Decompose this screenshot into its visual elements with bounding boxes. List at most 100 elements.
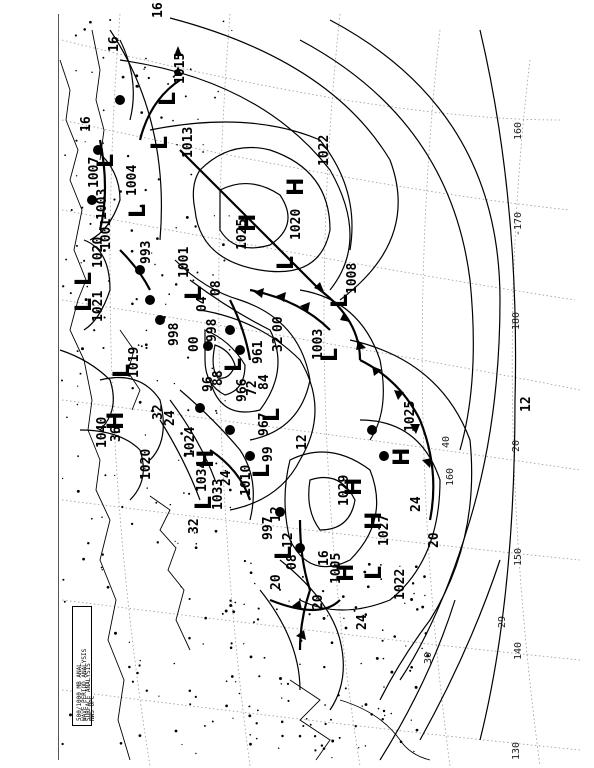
station-dot [203,724,206,727]
graticule-label: 20 [511,439,522,452]
low-pressure-marker: L [260,407,285,422]
high-pressure-marker: H [194,449,219,468]
station-dot [119,190,122,193]
station-dot [194,225,197,228]
station-dot [69,292,72,295]
station-dot [399,565,401,567]
station-dot [93,329,96,332]
isobar-label: 966 [235,378,250,402]
station-dot [119,741,123,745]
station-dot [358,747,360,749]
station-dot [180,586,182,588]
station-dot [188,636,191,640]
graticule-label: 160 [513,121,524,140]
station-dot [211,367,214,370]
station-dot [85,127,88,130]
station-dot [229,599,232,602]
station-dot [229,646,233,650]
high-pressure-marker: H [362,511,387,530]
station-dot [172,119,174,122]
station-dot [189,450,193,453]
station-dot [138,664,141,667]
station-dot [135,298,138,301]
station-dot [214,96,216,99]
station-dot [414,565,418,569]
station-dot [330,641,334,645]
station-dot [256,618,260,621]
isobar-label: 24 [163,410,178,426]
isobar-label: 88 [211,370,226,386]
isobar-label: 1008 [345,262,360,294]
station-dot [183,492,185,494]
station-dot [370,713,373,716]
station-dot [121,505,124,509]
station-dot [114,474,116,477]
station-dot [89,20,92,24]
station-dot [106,585,110,589]
isobar-label: 24 [355,614,370,630]
isobar-label: 1020 [91,236,106,268]
station-dot [382,709,386,713]
station-dot [192,279,195,282]
station-dot [83,259,86,262]
station-dot [112,40,115,43]
station-dot [331,561,333,564]
station-dot [86,285,89,288]
station-dot [61,477,64,480]
station-dot [140,345,143,348]
station-dot [314,749,317,752]
station-dot [313,735,317,738]
isobar-label: 12 [519,396,534,412]
isobar-label: 1020 [289,208,304,240]
low-pressure-marker: L [72,297,97,312]
station-dot [287,699,290,702]
high-pressure-marker: H [342,477,367,496]
station-dot [243,603,245,606]
station-dot [224,469,227,472]
legend-box: 500/1000 MB ANAL WAVE PERIOD ANALYSIS SU… [72,606,96,726]
station-dot [190,173,193,176]
station-dot [224,400,226,402]
station-dot [70,208,73,212]
low-pressure-marker: L [192,495,217,510]
station-dot [189,68,192,71]
station-dot [405,645,407,647]
station-dot [217,90,219,93]
station-dot [173,662,176,665]
isobar-label: 1013 [181,126,196,158]
graticule-label: 29 [497,615,508,628]
station-dot [76,350,79,353]
station-dot [249,742,252,746]
station-dot [215,412,218,414]
station-dot [145,689,149,692]
station-dot [77,385,79,387]
station-dot [99,242,102,245]
station-dot [109,18,112,22]
station-dot [66,416,68,419]
isobar-label: 998 [205,318,220,342]
station-dot [146,487,148,489]
station-dot [423,575,426,578]
station-dot [184,95,187,98]
station-dot [214,529,218,533]
station-dot [425,651,427,654]
isobar-label: 1003 [95,188,110,220]
station-dot [277,747,280,749]
station-dot [156,541,160,544]
station-dot [62,285,65,288]
station-dot [243,559,247,563]
station-dot [322,616,326,620]
station-dot [353,609,356,612]
station-dot [249,571,253,575]
station-dot [202,144,204,146]
station-dot [331,756,333,759]
station-dot [382,657,385,660]
station-dot [321,589,325,593]
station-dot [229,604,233,607]
station-dot [238,692,241,695]
graticule-label: -170 [513,211,524,236]
station-dot [364,703,368,706]
station-dot [215,462,218,465]
station-dot [379,563,382,566]
